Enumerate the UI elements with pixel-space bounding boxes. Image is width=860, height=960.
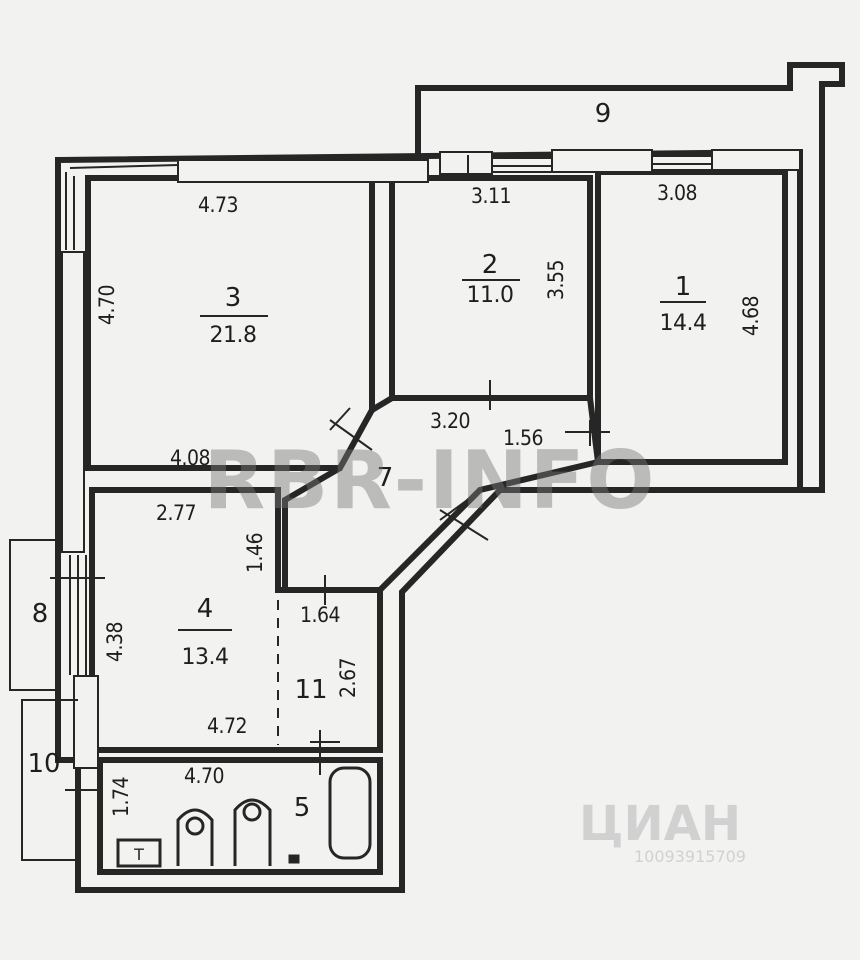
dim-room4-height: 4.38 — [103, 622, 127, 662]
watermark-id: 10093915709 — [634, 847, 746, 866]
balcony-9-outline — [415, 62, 845, 493]
door-swing-room3 — [329, 407, 373, 451]
toilet-2-bowl — [242, 802, 262, 822]
drain — [288, 854, 300, 864]
room-3-number: 3 — [225, 283, 242, 313]
outer-wall — [55, 148, 803, 893]
balcony-door-line — [492, 157, 552, 173]
bathtub — [328, 766, 372, 860]
window-room4-lines — [69, 555, 87, 675]
window-pane-top-right — [551, 149, 653, 173]
dim-room4-step: 1.46 — [243, 533, 267, 573]
dim-bath-height: 1.74 — [109, 777, 133, 817]
window-left-wall — [61, 251, 85, 553]
window-pane-top-mid — [439, 151, 493, 175]
room-3-area: 21.8 — [210, 323, 257, 348]
room-7-number: 7 — [377, 463, 394, 493]
room-9-number: 9 — [595, 99, 612, 129]
dim-room1-height: 4.68 — [739, 296, 763, 336]
boiler-label: T — [133, 845, 144, 864]
balcony-8-outline — [9, 539, 58, 691]
boiler — [116, 838, 162, 868]
dim-hall-width: 3.20 — [430, 409, 470, 433]
room-1-outline — [595, 169, 788, 465]
window-pane-far-right — [711, 149, 801, 171]
toilet-1-bowl — [185, 816, 205, 836]
dim-room11-height: 2.67 — [336, 658, 360, 698]
dim-hall-small: 1.56 — [503, 426, 543, 450]
balcony-10-outline — [21, 699, 78, 861]
dim-room3-bottom: 4.08 — [170, 446, 210, 470]
watermark-rbr-info: RBR-INFO — [204, 434, 657, 527]
door-marker-room1 — [565, 420, 610, 446]
door-marker-bath — [310, 730, 340, 775]
toilet-1 — [176, 808, 214, 866]
room-1-number: 1 — [675, 272, 692, 302]
room-4-number: 4 — [197, 594, 214, 624]
dim-room1-width: 3.08 — [657, 181, 697, 205]
window-left-lower — [73, 675, 99, 769]
bath-5-outline — [97, 757, 383, 875]
room-1-area: 14.4 — [660, 311, 707, 336]
dim-room3-height: 4.70 — [95, 285, 119, 325]
dim-room2-height: 3.55 — [544, 260, 568, 300]
window-room3-top — [65, 164, 179, 250]
dim-room4-top: 2.77 — [156, 501, 196, 525]
room-5-number: 5 — [294, 793, 311, 823]
room-4-area: 13.4 — [182, 645, 229, 670]
room-10-number: 10 — [27, 749, 60, 779]
door-swing-hall — [439, 497, 489, 541]
dim-room3-width: 4.73 — [198, 193, 238, 217]
balcony-door-line-2 — [652, 155, 712, 171]
room-11-number: 11 — [294, 675, 327, 705]
watermark-cian: ЦИАН — [579, 796, 741, 852]
hall-outline — [282, 395, 602, 593]
dim-room11-width: 1.64 — [300, 603, 340, 627]
toilet-2 — [233, 798, 272, 866]
room-8-number: 8 — [32, 599, 49, 629]
dim-room4-bottom: 4.72 — [207, 714, 247, 738]
window-pane-top-left — [177, 159, 429, 183]
room-2-area: 11.0 — [467, 283, 514, 308]
room-2-number: 2 — [482, 250, 499, 280]
dim-bath-width: 4.70 — [184, 764, 224, 788]
dim-room2-width: 3.11 — [471, 184, 511, 208]
